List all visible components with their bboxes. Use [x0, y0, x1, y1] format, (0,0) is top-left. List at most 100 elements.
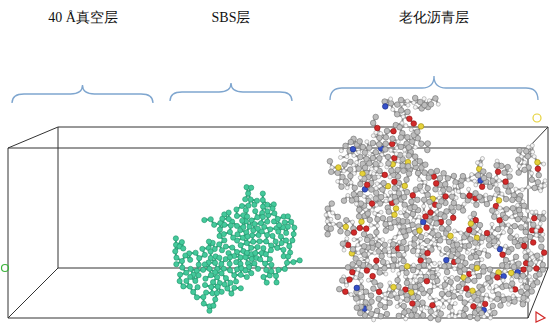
atom [383, 292, 387, 296]
atom [345, 242, 351, 248]
atom [473, 190, 479, 196]
atom [348, 173, 354, 179]
atom [373, 264, 379, 270]
atom [454, 276, 460, 282]
atom [428, 315, 434, 321]
atom [404, 213, 410, 219]
atom [367, 217, 373, 223]
atom [495, 226, 501, 232]
atom [423, 180, 427, 184]
atom [274, 280, 279, 285]
atom [415, 170, 421, 176]
atom [412, 154, 418, 160]
atom [341, 198, 347, 204]
atom [222, 282, 227, 287]
atom [466, 243, 472, 249]
atom [453, 184, 457, 188]
atom [478, 230, 482, 234]
atom [345, 155, 349, 159]
atom [357, 225, 363, 231]
atom [484, 230, 490, 236]
atom [398, 144, 404, 150]
atom [292, 225, 297, 230]
atom [423, 214, 429, 220]
atom [508, 168, 512, 172]
atom [494, 163, 500, 169]
atom [222, 238, 227, 243]
atom [208, 249, 213, 254]
atom [227, 268, 232, 273]
atom [412, 307, 418, 313]
atom [373, 211, 377, 215]
atom [243, 197, 248, 202]
atom [383, 221, 389, 227]
atom [428, 309, 434, 315]
atom [219, 261, 224, 266]
atom [486, 243, 492, 249]
atom [184, 270, 189, 275]
atom [500, 192, 504, 196]
atom [496, 270, 502, 276]
atom [215, 275, 220, 280]
atom [388, 175, 392, 179]
atom [356, 251, 360, 255]
atom [364, 268, 370, 274]
atom [195, 285, 200, 290]
atom [382, 266, 388, 272]
atom [383, 147, 389, 153]
atom [282, 266, 287, 271]
atom [372, 172, 376, 176]
atom [267, 257, 272, 262]
atom [241, 225, 246, 230]
box-edge [528, 127, 548, 148]
atom [408, 241, 412, 245]
atom [427, 288, 433, 294]
atom [419, 307, 423, 311]
atom [410, 211, 416, 217]
atom [516, 203, 520, 207]
atom [352, 154, 356, 158]
atom [407, 116, 413, 122]
atom [329, 217, 333, 221]
atom [356, 207, 362, 213]
atom [383, 141, 389, 147]
atom [405, 99, 409, 103]
atom [255, 266, 260, 271]
box-edge [528, 268, 548, 318]
atom [359, 279, 363, 283]
atom [470, 172, 474, 176]
atom [331, 211, 335, 215]
atom [244, 240, 249, 245]
atom [253, 250, 258, 255]
atom [388, 197, 392, 201]
atom [402, 202, 408, 208]
atom [419, 271, 423, 275]
atom [403, 207, 407, 211]
atom [373, 149, 379, 155]
atom [388, 225, 394, 231]
box-edge [8, 127, 58, 148]
atom [433, 242, 437, 246]
atom [432, 285, 436, 289]
atom [387, 300, 393, 306]
atom [370, 167, 374, 171]
atom [529, 278, 533, 282]
atom [397, 225, 401, 229]
atom [263, 252, 268, 257]
atom [272, 211, 277, 216]
atom [217, 242, 222, 247]
atom [522, 216, 528, 222]
atom [331, 222, 335, 226]
atom [260, 191, 265, 196]
atom [480, 235, 486, 241]
atom [173, 236, 178, 241]
atom [474, 202, 480, 208]
atom [430, 302, 436, 308]
atom [268, 227, 273, 232]
atom [358, 201, 364, 207]
atom [281, 247, 286, 252]
atom [412, 204, 418, 210]
atom [424, 278, 430, 284]
atom [508, 270, 514, 276]
atom [238, 255, 243, 260]
